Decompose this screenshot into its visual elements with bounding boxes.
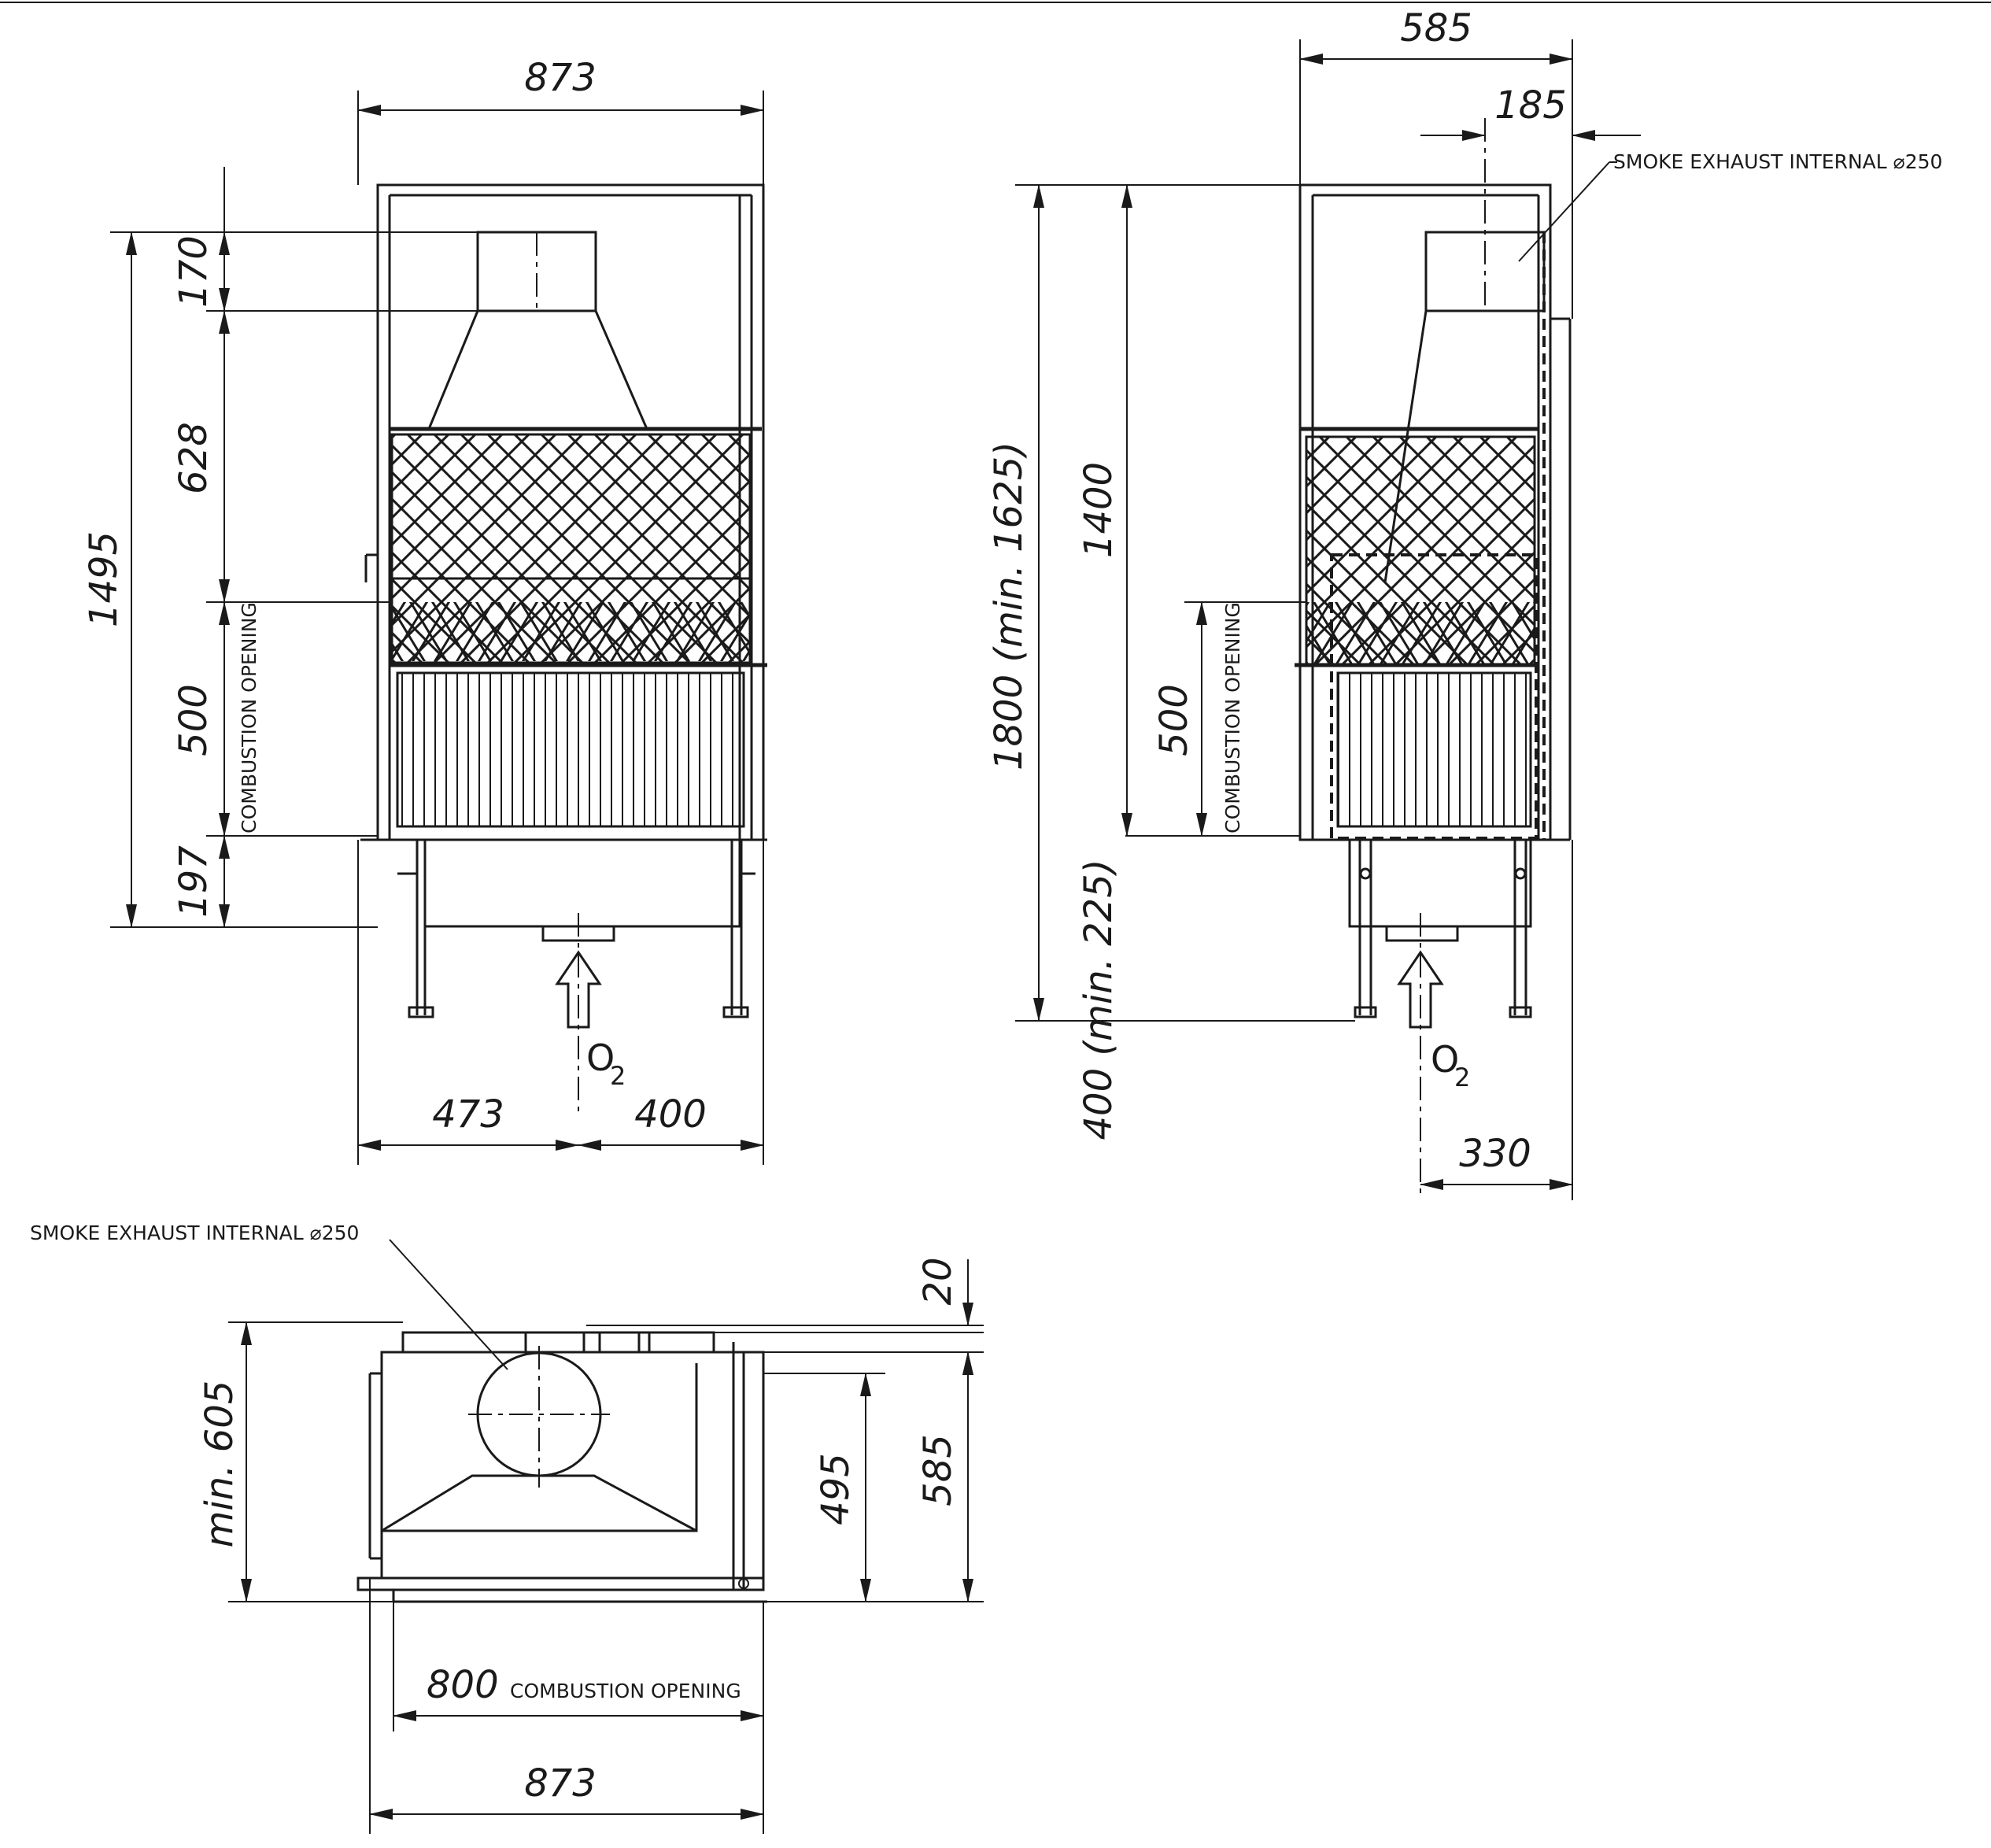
front-base [423,838,741,928]
front-grate [397,673,744,826]
front-combustion-label: COMBUSTION OPENING [238,602,260,833]
air-label: O [586,1037,615,1079]
side-exhaust-label: SMOKE EXHAUST INTERNAL ⌀250 [1613,150,1942,173]
front-height-dim: 1495 [82,531,126,627]
side-air-label-subscript: 2 [1454,1063,1470,1092]
side-air-offset: 330 [1459,1132,1531,1176]
side-air-label: O [1431,1038,1459,1081]
air-label-subscript: 2 [610,1061,626,1091]
front-bottom-right: 400 [634,1092,707,1137]
side-height-body: 1400 [1077,462,1121,558]
side-width-dim: 585 [1400,6,1472,50]
side-air-inlet-arrow [1397,950,1444,1029]
front-seg-bottom: 197 [172,845,216,918]
front-seg-top: 170 [172,235,216,308]
top-opening-width: 800 [427,1663,499,1707]
side-view: O 2 585 185 SMOKE EXHAUST INTERNAL ⌀250 … [987,6,1942,1200]
side-seg-opening: 500 [1152,684,1196,756]
front-view: O 2 873 1495 170 628 500 197 COMBUSTION … [82,56,767,1165]
side-combustion-label: COMBUSTION OPENING [1221,602,1244,833]
side-floor-height: 400 (min. 225) [1077,859,1121,1140]
top-depth-min: min. 605 [198,1380,242,1548]
top-opening-label: COMBUSTION OPENING [510,1680,741,1702]
top-depth-inner: 495 [814,1453,858,1525]
front-bottom-left: 473 [432,1092,504,1137]
top-gap-dim: 20 [916,1257,960,1305]
air-inlet-arrow [555,950,602,1029]
top-view: SMOKE EXHAUST INTERNAL ⌀250 20 585 495 m… [30,1222,984,1834]
front-width-dim: 873 [524,56,597,100]
side-exhaust-offset: 185 [1494,83,1567,128]
front-seg-hood: 628 [172,422,216,494]
top-exhaust-label: SMOKE EXHAUST INTERNAL ⌀250 [30,1222,359,1244]
top-depth-total: 585 [916,1434,960,1506]
top-width-total: 873 [524,1761,597,1805]
side-grate [1338,673,1531,826]
side-height-total: 1800 (min. 1625) [987,442,1031,771]
front-seg-opening: 500 [172,684,216,756]
